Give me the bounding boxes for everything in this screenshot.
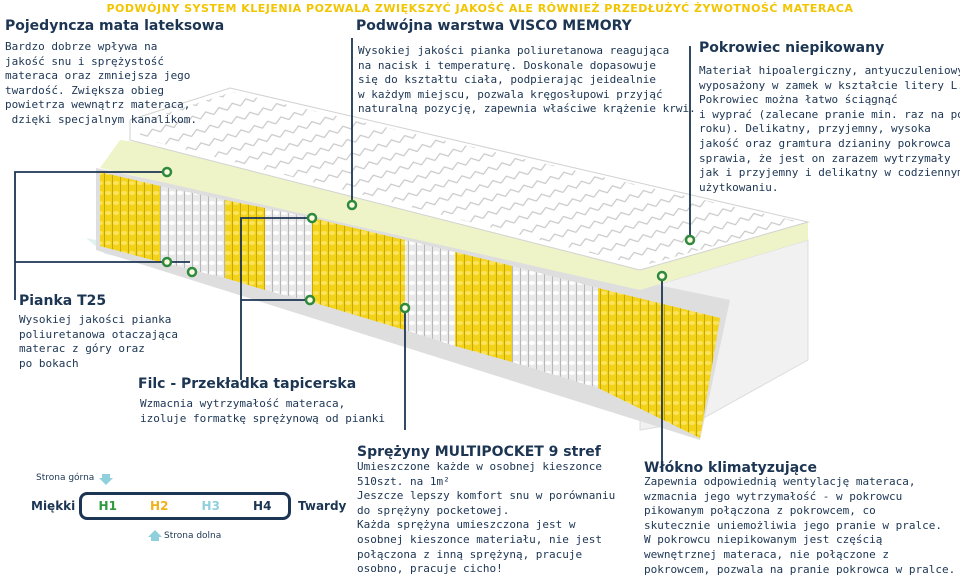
visco-title: Podwójna warstwa VISCO MEMORY bbox=[356, 18, 632, 34]
callout-lines bbox=[14, 38, 691, 462]
firmness-h2: H2 bbox=[150, 499, 169, 513]
arrow-down-icon bbox=[99, 474, 113, 485]
springs-title: Sprężyny MULTIPOCKET 9 stref bbox=[357, 444, 601, 460]
arrow-up-icon bbox=[148, 530, 162, 541]
felt-text: Wzmacnia wytrzymałość materaca, izoluje … bbox=[140, 397, 386, 425]
firmness-h1: H1 bbox=[98, 499, 117, 513]
foam-text: Wysokiej jakości pianka poliuretanowa ot… bbox=[19, 313, 178, 370]
latex-title: Pojedyncza mata lateksowa bbox=[5, 18, 225, 34]
top-side-label: Strona górna bbox=[36, 473, 95, 483]
top-banner: PODWÓJNY SYSTEM KLEJENIA POZWALA ZWIĘKSZ… bbox=[106, 2, 854, 15]
callout-markers bbox=[161, 166, 696, 314]
firmness-scale: H1 H2 H3 H4 bbox=[79, 492, 291, 520]
foam-title: Pianka T25 bbox=[19, 293, 107, 309]
felt-title: Filc - Przekładka tapicerska bbox=[138, 376, 357, 392]
visco-text: Wysokiej jakości pianka poliuretanowa re… bbox=[358, 44, 696, 116]
fiber-text: Zapewnia odpowiednią wentylację materaca… bbox=[644, 475, 956, 576]
fiber-title: Włókno klimatyzujące bbox=[644, 460, 817, 476]
firmness-h4: H4 bbox=[253, 499, 272, 513]
spring-zones bbox=[100, 172, 720, 438]
bottom-side-label: Strona dolna bbox=[164, 531, 222, 541]
springs-text: Umieszczone każde w osobnej kieszonce 51… bbox=[357, 460, 616, 576]
soft-label: Miękki bbox=[31, 499, 76, 513]
latex-text: Bardzo dobrze wpływa na jakość snu i spr… bbox=[5, 40, 198, 126]
hard-label: Twardy bbox=[298, 499, 347, 513]
cover-title: Pokrowiec niepikowany bbox=[699, 40, 885, 56]
firmness-h3: H3 bbox=[201, 499, 220, 513]
cover-text: Materiał hipoalergiczny, antyuczuleniowy… bbox=[699, 64, 960, 194]
